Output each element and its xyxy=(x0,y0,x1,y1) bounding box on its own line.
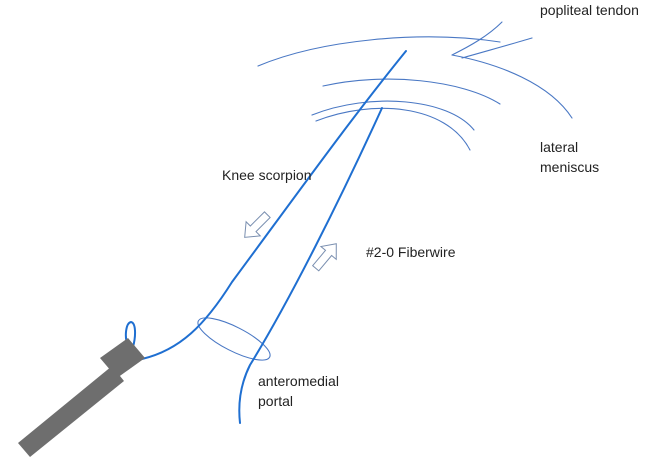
instrument-shaft xyxy=(18,366,124,457)
suture-strand-knee-scorpion xyxy=(141,50,407,360)
label-lateral: lateral xyxy=(540,139,578,155)
label-portal: portal xyxy=(258,393,293,409)
label-fiberwire: #2-0 Fiberwire xyxy=(366,244,456,260)
meniscus-curve-inner-2 xyxy=(315,107,471,151)
arrow-in-icon xyxy=(244,211,271,238)
anteromedial-portal-ellipse xyxy=(197,317,271,361)
label-knee-scorpion: Knee scorpion xyxy=(222,167,312,183)
label-meniscus: meniscus xyxy=(540,159,599,175)
meniscus-curve-outer xyxy=(322,78,501,105)
label-anteromedial: anteromedial xyxy=(258,373,339,389)
meniscus-curve-inner-1 xyxy=(311,100,475,131)
knee-scorpion-instrument xyxy=(18,338,145,457)
popliteal-tendon-curve-lower xyxy=(461,37,533,59)
arrow-out-icon xyxy=(311,243,337,272)
popliteal-tendon-curve-upper xyxy=(451,21,503,56)
suture-loop xyxy=(124,320,137,348)
suture-strand-fiberwire xyxy=(238,107,383,424)
lateral-capsule-curve xyxy=(451,54,573,119)
label-popliteal-tendon: popliteal tendon xyxy=(540,2,639,18)
femoral-condyle-curve xyxy=(257,36,501,67)
